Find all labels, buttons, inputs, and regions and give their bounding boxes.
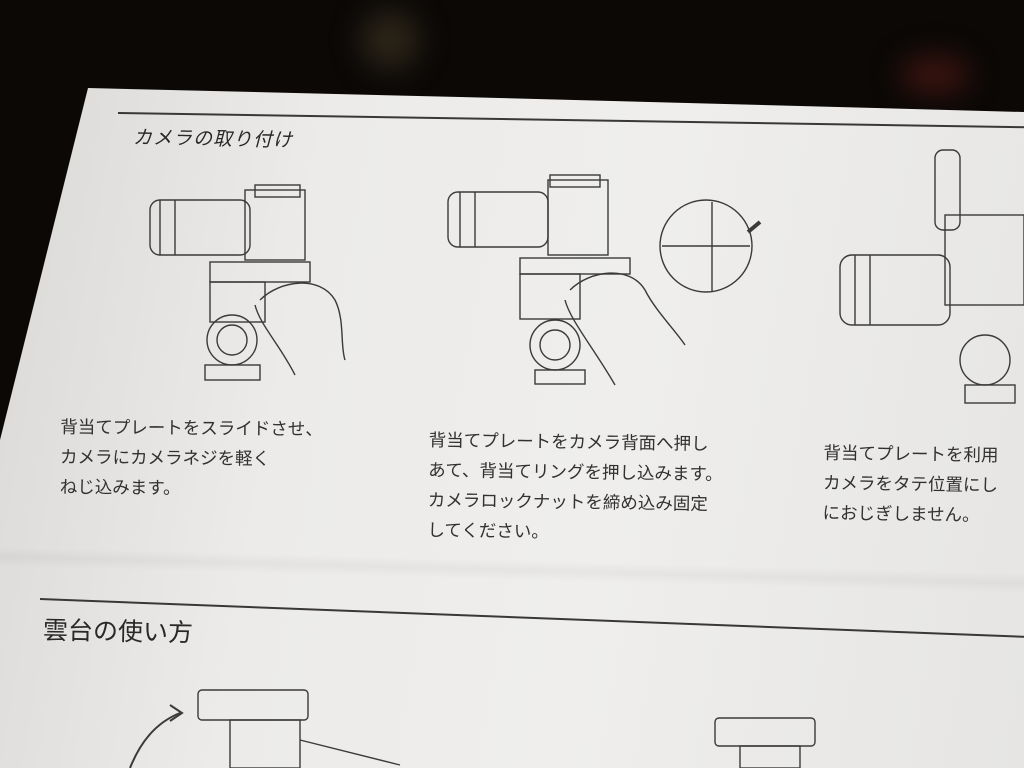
text-line: におじぎしません。	[822, 503, 980, 526]
text-line: 背当てプレートを利用	[823, 443, 999, 467]
detail-circle	[659, 199, 753, 293]
text-line: 背当てプレートをスライドさせ、	[60, 417, 323, 441]
text-line: カメラをタテ位置にし	[822, 473, 999, 497]
text-line: あて、背当てリングを押し込みます。	[428, 460, 723, 486]
illustration-step-1	[149, 184, 346, 381]
text-line: ねじ込みます。	[59, 477, 181, 499]
text-line: カメラロックナットを締め込み固定	[427, 490, 708, 515]
step-2-text: 背当てプレートをカメラ背面へ押し あて、背当てリングを押し込みます。 カメラロッ…	[427, 426, 723, 550]
illustration-step-2	[447, 174, 762, 386]
section-title-pan-head-usage: 雲台の使い方	[42, 615, 194, 648]
text-line: カメラにカメラネジを軽く	[59, 447, 271, 470]
step-3-text: 背当てプレートを利用 カメラをタテ位置にし におじぎしません。	[822, 439, 998, 531]
illustration-pan-head	[129, 689, 816, 768]
illustration-step-3	[839, 149, 1024, 404]
background-light	[900, 55, 970, 95]
step-1-text: 背当てプレートをスライドさせ、 カメラにカメラネジを軽く ねじ込みます。	[60, 413, 323, 505]
text-line: 背当てプレートをカメラ背面へ押し	[428, 430, 709, 455]
text-line: してください。	[427, 520, 549, 543]
arrow-icon	[746, 220, 762, 234]
background-light	[360, 10, 420, 70]
